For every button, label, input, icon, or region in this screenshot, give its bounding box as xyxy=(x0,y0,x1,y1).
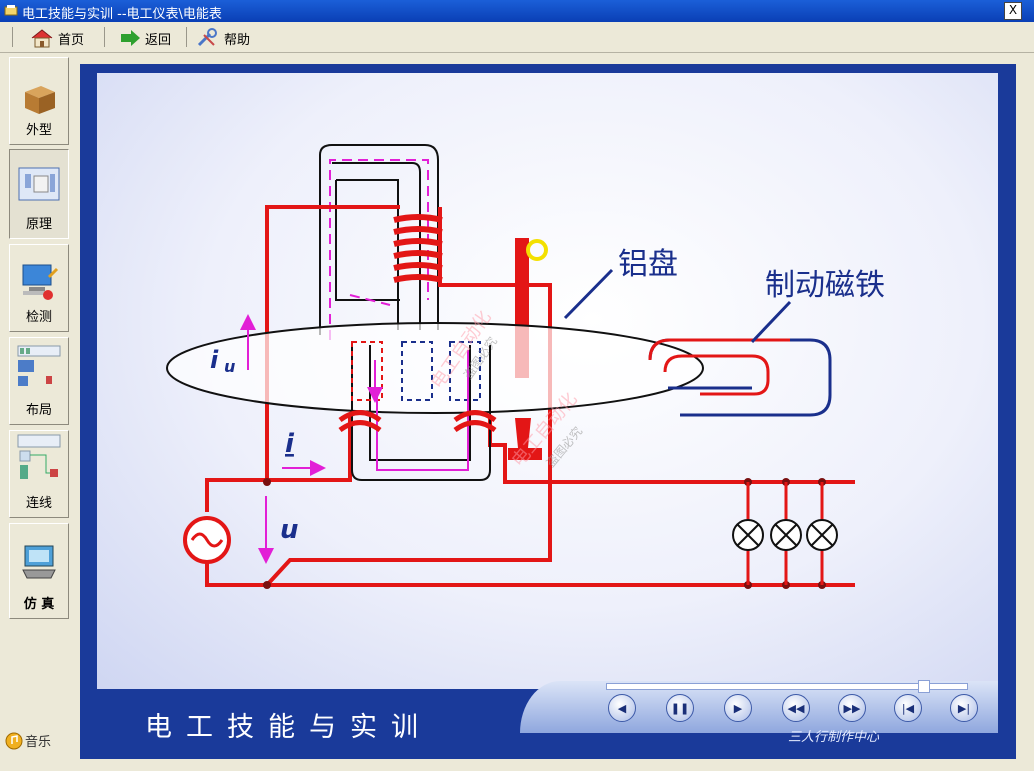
help-button[interactable]: 帮助 xyxy=(196,27,250,49)
skip-end-button[interactable]: ▶| xyxy=(950,694,978,722)
help-label: 帮助 xyxy=(224,32,251,48)
sidebar-item-principle[interactable]: 原理 xyxy=(9,149,69,239)
rewind-button[interactable]: ◀◀ xyxy=(782,694,810,722)
home-button[interactable]: 首页 xyxy=(30,27,84,49)
sidebar-item-label: 外型 xyxy=(25,123,52,138)
app-icon xyxy=(4,5,18,16)
volume-button[interactable]: ◀ xyxy=(608,694,636,722)
skip-start-button[interactable]: |◀ xyxy=(894,694,922,722)
tools-icon xyxy=(197,28,217,47)
home-icon xyxy=(31,29,53,48)
sidebar-item-simulation[interactable]: 仿 真 xyxy=(9,523,69,619)
sine-wave-icon xyxy=(190,532,224,548)
pause-button[interactable]: ❚❚ xyxy=(666,694,694,722)
voltage-flux-path xyxy=(329,159,429,340)
toolbar-separator xyxy=(186,27,187,47)
back-label: 返回 xyxy=(145,32,172,48)
brand-title: 电工技能与实训 xyxy=(145,712,432,743)
wiring-icon xyxy=(17,434,61,479)
current-flux-path xyxy=(367,350,469,471)
sidebar-item-label: 仿 真 xyxy=(23,597,55,612)
music-label: 音乐 xyxy=(25,735,52,750)
music-icon xyxy=(5,732,23,749)
sidebar-item-label: 布局 xyxy=(25,403,52,418)
lamp-icon xyxy=(732,519,764,551)
disk-label: 铝盘 xyxy=(618,247,678,282)
aluminum-disk xyxy=(166,322,704,414)
current-coil xyxy=(338,410,497,433)
sidebar-item-wiring[interactable]: 连线 xyxy=(9,430,69,518)
simulation-icon xyxy=(22,545,56,579)
studio-logo: 三人行制作中心 xyxy=(788,730,880,745)
rotor-bearing xyxy=(508,448,542,460)
music-toggle[interactable]: 音乐 xyxy=(5,731,51,750)
lamp-icon xyxy=(770,519,802,551)
sidebar-item-label: 原理 xyxy=(25,217,52,232)
voltage-core xyxy=(319,144,439,335)
title-bar: 电工技能与实训 --电工仪表\电能表 X xyxy=(0,0,1034,22)
close-button[interactable]: X xyxy=(1004,2,1022,20)
brake-magnet xyxy=(648,338,832,417)
computer-tools-icon xyxy=(22,264,59,300)
sidebar-item-appearance[interactable]: 外型 xyxy=(9,57,69,145)
progress-thumb[interactable] xyxy=(917,680,930,693)
play-button[interactable]: ▶ xyxy=(724,694,752,722)
brake-leader-line xyxy=(750,300,792,344)
sidebar-item-layout[interactable]: 布局 xyxy=(9,337,69,425)
sidebar-item-label: 连线 xyxy=(25,496,52,511)
brake-magnet-label: 制动磁铁 xyxy=(765,268,885,303)
toolbar-separator xyxy=(104,27,105,47)
voltage-coil xyxy=(393,214,443,283)
fast-forward-button[interactable]: ▶▶ xyxy=(838,694,866,722)
iu-subscript: u xyxy=(224,357,235,376)
progress-track[interactable] xyxy=(606,683,968,690)
u-label: u xyxy=(280,515,299,545)
toolbar-separator xyxy=(12,27,13,47)
rotor-pivot xyxy=(515,418,531,448)
box-icon xyxy=(25,86,55,114)
lamp-icon xyxy=(806,519,838,551)
worm-gear xyxy=(526,239,548,261)
window-title: 电工技能与实训 --电工仪表\电能表 xyxy=(22,7,222,22)
toolbar: 首页 返回 帮助 xyxy=(0,22,1034,53)
sidebar-item-testing[interactable]: 检测 xyxy=(9,244,69,332)
layout-icon xyxy=(17,345,61,386)
disk-leader-line xyxy=(563,268,614,320)
sidebar-item-label: 检测 xyxy=(25,310,52,325)
i-label: i xyxy=(285,429,295,459)
diagram-icon xyxy=(18,167,60,201)
arrow-right-icon xyxy=(121,30,140,46)
back-button[interactable]: 返回 xyxy=(119,27,171,49)
iu-label: i xyxy=(210,346,219,374)
home-label: 首页 xyxy=(58,32,85,48)
